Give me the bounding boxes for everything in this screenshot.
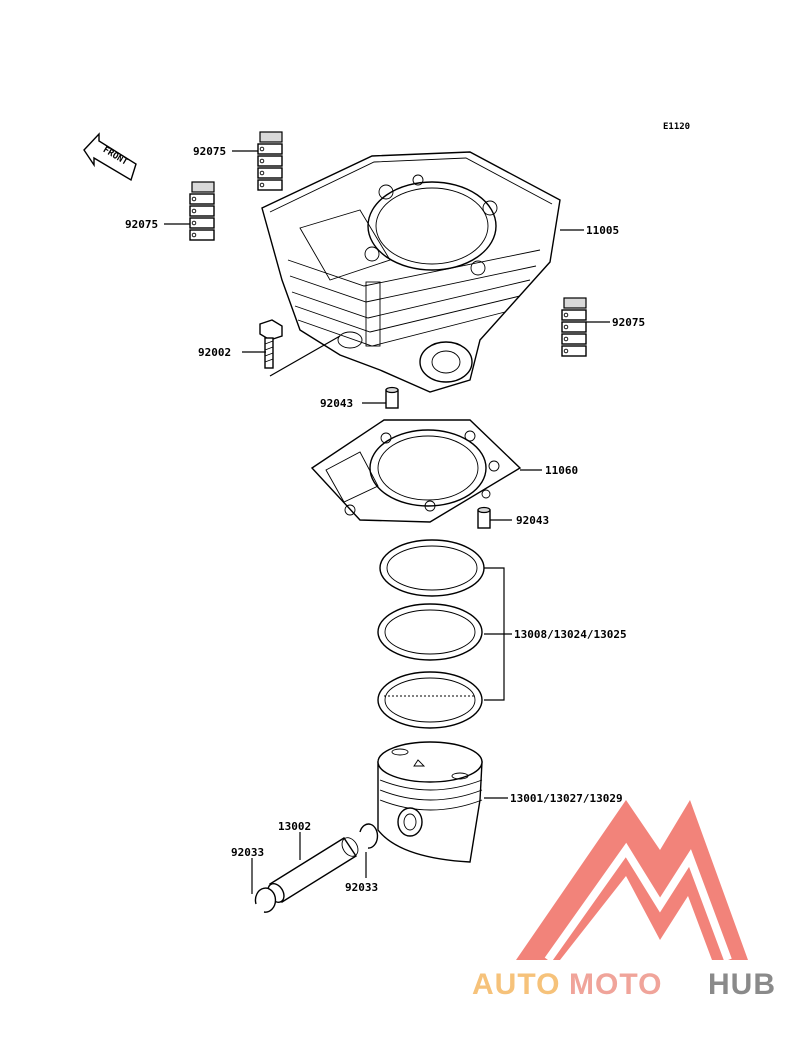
- label-clip-left: 92033: [231, 846, 264, 859]
- cap-stack-right: [561, 297, 587, 357]
- label-pin: 13002: [278, 820, 311, 833]
- watermark-logo-icon: [516, 800, 748, 963]
- label-clip-right: 92033: [345, 881, 378, 894]
- cap-stack-top-left: [257, 131, 283, 191]
- label-cap-top-left: 92075: [193, 145, 226, 158]
- leader-lines: [164, 150, 610, 894]
- cap-stack-left: [189, 181, 215, 241]
- watermark-text-hub: HUB: [708, 968, 776, 1001]
- label-dowel-bottom: 92043: [516, 514, 549, 527]
- label-cap-left: 92075: [125, 218, 158, 231]
- dowel-bottom: [477, 506, 491, 529]
- label-bolt: 92002: [198, 346, 231, 359]
- label-gasket: 11060: [545, 464, 578, 477]
- label-piston: 13001/13027/13029: [510, 792, 623, 805]
- label-rings: 13008/13024/13025: [514, 628, 627, 641]
- circlip-right: [359, 823, 379, 849]
- watermark-text-moto: MOTO: [569, 968, 662, 1001]
- watermark-text-auto: AUTO: [472, 968, 560, 1001]
- piston: [377, 741, 483, 863]
- circlip-left: [254, 887, 277, 913]
- label-cap-right: 92075: [612, 316, 645, 329]
- piston-rings: [377, 539, 485, 729]
- dowel-top: [385, 386, 399, 409]
- piston-pin: [267, 837, 359, 903]
- label-cylinder: 11005: [586, 224, 619, 237]
- label-dowel-top: 92043: [320, 397, 353, 410]
- bolt: [259, 319, 283, 369]
- diagram-code: E1120: [663, 122, 690, 132]
- front-arrow-icon: FRONT: [83, 132, 137, 182]
- cylinder-gasket: [310, 419, 522, 523]
- cylinder: [261, 151, 561, 393]
